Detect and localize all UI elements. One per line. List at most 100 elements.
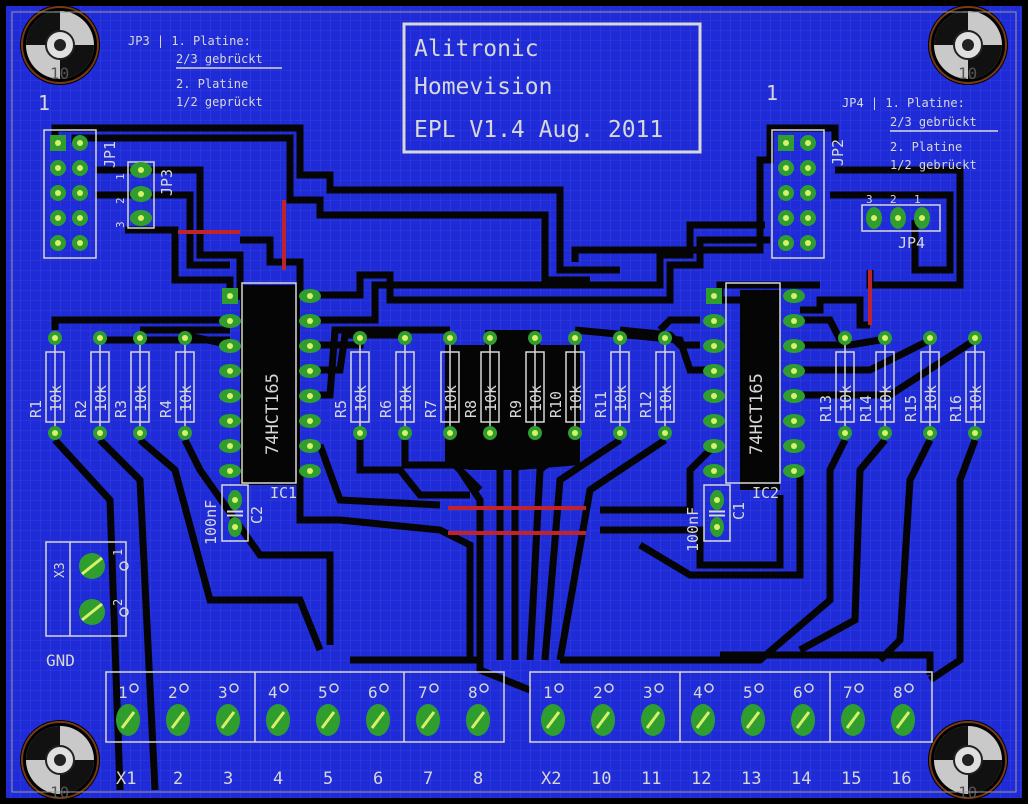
- resistor-name: R15: [902, 395, 920, 422]
- ic-pin-pad: [703, 439, 725, 453]
- resistor-pad: [968, 331, 982, 345]
- resistor-value: 10k: [442, 385, 460, 412]
- resistor-pad: [658, 426, 672, 440]
- board-outline: [11, 11, 1017, 793]
- jumper-note-right: JP4 | 1. Platine: 2/3 gebrückt 2. Platin…: [842, 96, 998, 172]
- jp1-pad: [50, 185, 66, 201]
- terminal-pad: [591, 683, 615, 736]
- terminal-pin-number: 3: [218, 683, 228, 702]
- terminal-pad: [466, 683, 490, 736]
- resistor-name: R1: [27, 400, 45, 418]
- terminal-pad: [166, 683, 190, 736]
- terminal-label: 5: [323, 769, 333, 789]
- ic-pin-pad: [783, 364, 805, 378]
- pin1-marker-left: 1: [38, 91, 50, 115]
- terminal-pad: [891, 683, 915, 736]
- jp1-pad: [72, 210, 88, 226]
- resistor-pad: [878, 331, 892, 345]
- terminal-label: 4: [273, 769, 283, 789]
- c1-name: C1: [730, 502, 748, 520]
- jp3-note-line-4: 1/2 geprückt: [176, 95, 263, 109]
- pin1-marker-right: 1: [766, 81, 778, 105]
- terminal-pin-number: 3: [643, 683, 653, 702]
- jp2-pad: [800, 135, 816, 151]
- resistor-pad: [443, 426, 457, 440]
- resistor-pad: [133, 426, 147, 440]
- terminal-label: 12: [691, 769, 711, 789]
- terminal-pin-number: 5: [318, 683, 328, 702]
- jp2-pad: [778, 210, 794, 226]
- jp3-label: JP3: [158, 169, 176, 196]
- gnd-label: GND: [46, 651, 75, 670]
- resistor-pad: [658, 331, 672, 345]
- jp3-pin-1: 1: [114, 173, 127, 180]
- ic-pin-pad: [299, 439, 321, 453]
- terminal-label: 16: [891, 769, 911, 789]
- ic-pin-pad: [703, 414, 725, 428]
- terminal-pin-number: 8: [468, 683, 478, 702]
- resistor-pad: [528, 331, 542, 345]
- ic2-type: 74HCT165: [747, 373, 767, 455]
- jp1-pad: [72, 235, 88, 251]
- resistor-pad: [923, 426, 937, 440]
- jp3-pad: [130, 210, 152, 226]
- ic-pin-pad: [299, 389, 321, 403]
- resistor-pad: [178, 426, 192, 440]
- ic-pin-pad: [299, 464, 321, 478]
- capacitor-c2: C2 100nF: [202, 484, 266, 545]
- resistor-pad: [353, 426, 367, 440]
- resistor-value: 10k: [657, 385, 675, 412]
- x3-pad: [79, 599, 129, 625]
- ic-pin-pad: [783, 414, 805, 428]
- resistor-pad: [398, 426, 412, 440]
- resistor-pad: [443, 331, 457, 345]
- resistor-value: 10k: [837, 385, 855, 412]
- jp1-pad: [50, 210, 66, 226]
- jp2-pad: [778, 235, 794, 251]
- terminal-pad: [641, 683, 665, 736]
- terminal-pin-number: 4: [693, 683, 703, 702]
- jp3-header: JP3 1 2 3: [114, 161, 176, 229]
- ic-pin-pad: [299, 289, 321, 303]
- jp3-pin-2: 2: [114, 197, 127, 204]
- jp4-pad: [914, 207, 930, 229]
- resistor-value: 10k: [922, 385, 940, 412]
- resistor-pad: [878, 426, 892, 440]
- terminal-pin-number: 4: [268, 683, 278, 702]
- terminal-pin-number: 8: [893, 683, 903, 702]
- resistor-name: R4: [157, 400, 175, 418]
- terminal-pad: [266, 683, 290, 736]
- resistor-name: R11: [592, 391, 610, 418]
- ic-pin-pad: [783, 464, 805, 478]
- resistor-name: R10: [547, 391, 565, 418]
- title-line-3: EPL V1.4 Aug. 2011: [414, 117, 663, 143]
- jp2-header: JP2: [771, 129, 847, 259]
- resistor-name: R8: [462, 400, 480, 418]
- ic-pin-pad: [703, 389, 725, 403]
- resistor-pad: [613, 331, 627, 345]
- jp3-pad: [130, 162, 152, 178]
- capacitor-pad: [228, 490, 242, 510]
- terminal-label: 14: [791, 769, 811, 789]
- mounting-hole: 10: [928, 5, 1008, 85]
- resistor-pad: [483, 331, 497, 345]
- terminal-label: 10: [591, 769, 611, 789]
- resistor-name: R13: [817, 395, 835, 422]
- ground-pour-right: [740, 290, 780, 490]
- ic-pin-pad: [299, 364, 321, 378]
- ic-pin-pad: [783, 289, 805, 303]
- jp2-pad: [778, 160, 794, 176]
- jp3-note-line-3: 2. Platine: [176, 77, 248, 91]
- terminal-pin-number: 1: [118, 683, 128, 702]
- jp1-pad: [72, 135, 88, 151]
- jp1-pad: [72, 160, 88, 176]
- x3-label: X3: [53, 562, 68, 578]
- ic-pin-pad: [703, 339, 725, 353]
- resistor-pad: [48, 331, 62, 345]
- resistor-pad: [93, 426, 107, 440]
